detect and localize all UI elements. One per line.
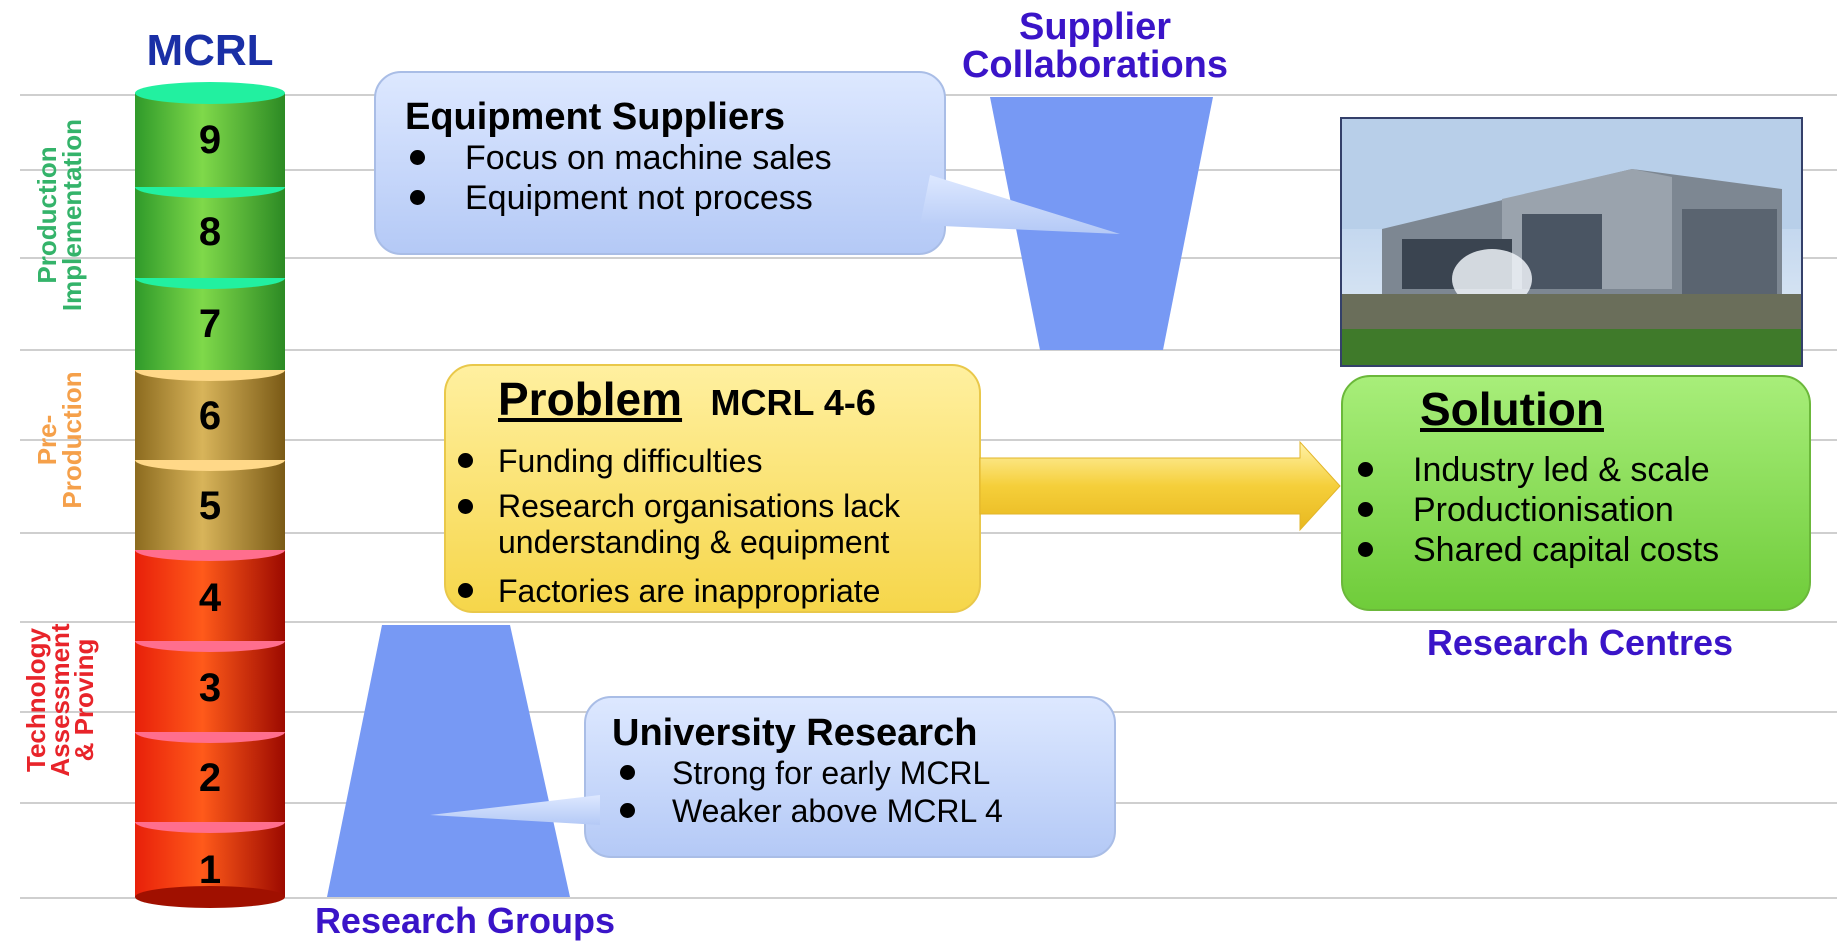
problem-subtitle: MCRL 4-6 (710, 382, 876, 423)
solution-callout: Solution Industry led & scale Production… (1355, 382, 1800, 570)
research-centre-photo (1340, 117, 1803, 367)
bullet-text: Strong for early MCRL (672, 755, 991, 791)
phase-pre-production: Pre- Production (32, 371, 87, 509)
university-research-callout-shape (430, 696, 1116, 858)
bullet-text: Productionisation (1413, 491, 1674, 529)
bullet-text: Equipment not process (465, 179, 813, 217)
level-1-label: 1 (198, 848, 222, 892)
list-item: Equipment not process (405, 178, 925, 218)
heading-line: Supplier (1018, 6, 1172, 48)
list-item: Strong for early MCRL (612, 754, 1102, 792)
problem-callout: Problem MCRL 4-6 Funding difficulties Re… (458, 372, 973, 610)
list-item: Shared capital costs (1355, 530, 1800, 570)
solution-title: Solution (1420, 383, 1604, 435)
problem-to-solution-arrow (979, 440, 1341, 532)
equipment-suppliers-bullets: Focus on machine sales Equipment not pro… (405, 138, 925, 218)
bullet-dot (620, 803, 635, 818)
list-item: Factories are inappropriate (458, 572, 973, 610)
bullet-text-line: Research organisations lack (498, 488, 900, 524)
equipment-suppliers-title: Equipment Suppliers (405, 96, 786, 138)
problem-bullets: Funding difficulties Research organisati… (458, 442, 973, 610)
solution-bullets: Industry led & scale Productionisation S… (1355, 450, 1800, 570)
research-groups-label: Research Groups (314, 900, 616, 941)
mcrl-stack (135, 82, 285, 908)
phase-line: Production (57, 371, 87, 509)
level-9-label: 9 (198, 118, 222, 162)
problem-title: Problem (498, 373, 683, 425)
heading-line: Collaborations (961, 44, 1229, 86)
supplier-collaborations-heading: Supplier Collaborations (930, 8, 1260, 84)
mcrl-heading: MCRL (146, 26, 274, 75)
bullet-dot (410, 190, 425, 205)
university-research-title: University Research (612, 712, 978, 754)
phase-line: Implementation (57, 118, 87, 312)
bullet-text: Funding difficulties (498, 443, 763, 479)
phase-production-implementation: Production Implementation (32, 118, 87, 312)
equipment-suppliers-callout-shape (374, 71, 1120, 255)
bullet-text: Shared capital costs (1413, 531, 1720, 569)
level-9-cylinder (135, 82, 285, 187)
problem-heading-row: Problem MCRL 4-6 (458, 372, 973, 438)
bullet-text: Focus on machine sales (465, 139, 832, 177)
list-item: Weaker above MCRL 4 (612, 792, 1102, 830)
supplier-funnel (990, 97, 1213, 350)
level-2-label: 2 (198, 756, 222, 800)
list-item: Focus on machine sales (405, 138, 925, 178)
research-centres-label: Research Centres (1426, 622, 1734, 663)
university-research-bullets: Strong for early MCRL Weaker above MCRL … (612, 754, 1102, 830)
bullet-dot (458, 499, 473, 514)
bullet-dot (410, 150, 425, 165)
bullet-dot (458, 583, 473, 598)
phase-line: & Proving (69, 638, 99, 762)
bullet-text: Weaker above MCRL 4 (672, 793, 1003, 829)
list-item: Industry led & scale (1355, 450, 1800, 490)
solution-box (1341, 375, 1811, 611)
bullet-dot (458, 453, 473, 468)
phase-technology-assessment: Technology Assessment & Proving (21, 623, 99, 776)
university-research-callout: University Research Strong for early MCR… (612, 712, 1102, 830)
building-illustration (1342, 119, 1801, 365)
level-4-label: 4 (198, 576, 222, 620)
bullet-dot (620, 765, 635, 780)
level-8-label: 8 (198, 210, 222, 254)
bullet-dot (1358, 502, 1373, 517)
equipment-suppliers-callout: Equipment Suppliers Focus on machine sal… (405, 96, 925, 218)
bullet-dot (1358, 542, 1373, 557)
research-groups-funnel (327, 625, 570, 897)
level-6-label: 6 (198, 394, 222, 438)
list-item: Funding difficulties (458, 442, 973, 480)
level-7-label: 7 (198, 302, 222, 346)
bullet-text: Industry led & scale (1413, 451, 1710, 489)
level-5-label: 5 (198, 484, 222, 528)
list-item: Productionisation (1355, 490, 1800, 530)
level-3-label: 3 (198, 666, 222, 710)
bullet-dot (1358, 462, 1373, 477)
bullet-text-line: understanding & equipment (498, 524, 890, 560)
bullet-text: Factories are inappropriate (498, 573, 881, 609)
